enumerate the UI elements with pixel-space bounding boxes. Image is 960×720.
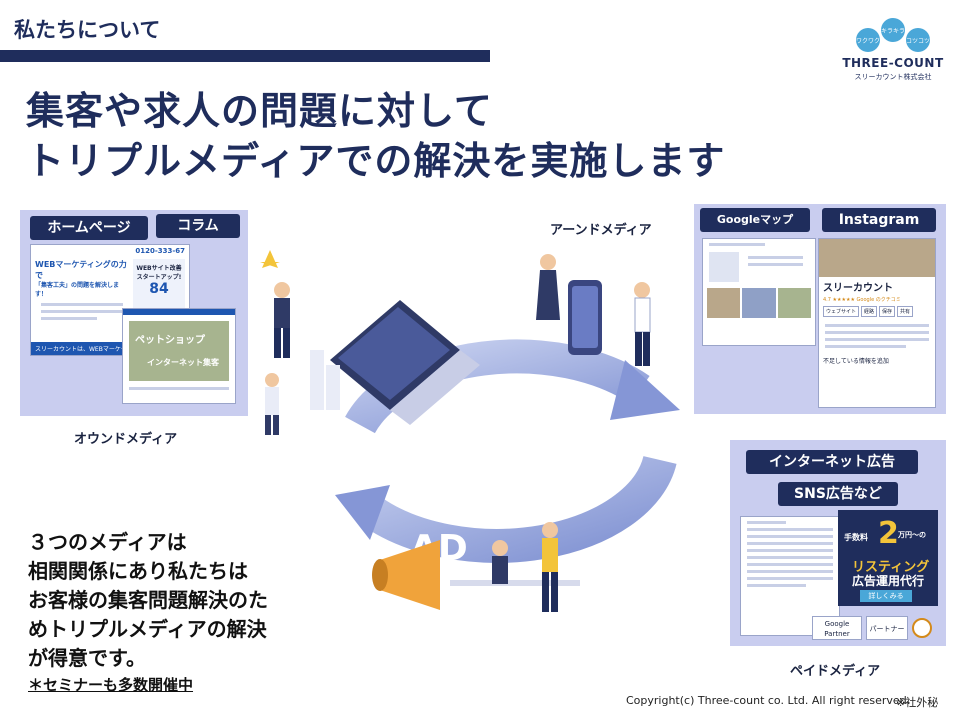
shot-side-number: 84 xyxy=(149,281,169,297)
paid-media-label: ペイドメディア xyxy=(790,664,881,679)
profile-note: 不足している情報を追加 xyxy=(823,358,889,365)
google-partner-badge: Google Partner xyxy=(812,616,862,640)
logo-circle-3: コツコツ xyxy=(906,38,930,45)
body-line-5: が得意です。 xyxy=(28,646,146,670)
profile-tab-save: 保存 xyxy=(879,306,896,317)
homepage-pill: ホームページ xyxy=(30,216,148,240)
logo-circle-1: ワクワク xyxy=(856,38,880,45)
headline: 集客や求人の問題に対して トリプルメディアでの解決を実施します xyxy=(26,86,725,186)
body-line-4: めトリプルメディアの解決 xyxy=(28,617,267,641)
ad-megaphone-illustration: AD xyxy=(372,522,580,612)
ad-fee-label: 手数料 xyxy=(844,533,868,542)
internet-ad-pill: インターネット広告 xyxy=(746,450,918,474)
section-title: 私たちについて xyxy=(14,18,161,42)
owned-media-label: オウンドメディア xyxy=(74,432,178,447)
header-rule xyxy=(0,50,490,62)
people-right-illustration xyxy=(536,254,651,366)
ad-fee-unit: 万円〜の xyxy=(898,531,926,539)
shot-headline-2: 「集客工夫」の問題を解決します！ xyxy=(35,282,120,298)
ad-line-2: 広告運用代行 xyxy=(852,574,925,588)
shot-headline-1: WEBマーケティングの力で xyxy=(35,260,127,280)
ad-fee-value: 2 xyxy=(878,516,899,551)
body-line-1: ３つのメディアは xyxy=(28,530,187,554)
cycle-illustration: AD xyxy=(260,250,680,612)
people-left-illustration xyxy=(260,250,290,435)
headline-line-1: 集客や求人の問題に対して xyxy=(26,89,493,133)
column-screenshot: ペットショップ インターネット集客 xyxy=(122,308,236,404)
laptop-illustration xyxy=(310,300,480,425)
body-text: ３つのメディアは 相関関係にあり私たちは お客様の集客問題解決のた めトリプルメ… xyxy=(28,528,268,673)
profile-tab-website: ウェブサイト xyxy=(823,306,860,317)
logo-subtitle: スリーカウント株式会社 xyxy=(854,73,932,81)
column-title-1: ペットショップ xyxy=(135,335,205,346)
copyright: Copyright(c) Three-count co. Ltd. All ri… xyxy=(626,694,911,707)
headline-line-2: トリプルメディアでの解決を実施します xyxy=(26,139,726,183)
shot-side-2: スタートアップ! xyxy=(136,274,182,281)
ad-cta: 詳しくみる xyxy=(860,590,912,602)
profile-company-name: スリーカウント xyxy=(823,283,893,294)
column-pill: コラム xyxy=(156,214,240,238)
logo-circle-2: キラキラ xyxy=(881,28,905,35)
confidential-mark: ※社外秘 xyxy=(896,696,939,709)
yahoo-partner-badge: パートナー xyxy=(866,616,908,640)
seminar-note: ＊セミナーも多数開催中 xyxy=(28,676,194,694)
column-title-2: インターネット集客 xyxy=(147,358,219,367)
sns-ad-pill: SNS広告など xyxy=(778,482,898,506)
profile-rating: 4.7 ★★★★★ Google のクチコミ xyxy=(823,297,901,303)
earned-media-label: アーンドメディア xyxy=(550,223,652,238)
shot-phone: 0120-333-67 xyxy=(135,247,185,255)
body-line-3: お客様の集客問題解決のた xyxy=(28,588,268,612)
body-line-2: 相関関係にあり私たちは xyxy=(28,559,248,583)
instagram-pill: Instagram xyxy=(822,208,936,232)
google-maps-pill: Googleマップ xyxy=(700,208,810,232)
profile-tab-share: 共有 xyxy=(897,306,914,317)
business-profile-screenshot: スリーカウント 4.7 ★★★★★ Google のクチコミ ウェブサイト 経路… xyxy=(818,238,936,408)
google-maps-screenshot xyxy=(702,238,816,346)
ad-line-1: リスティング xyxy=(852,560,930,575)
certification-badge-icon xyxy=(912,618,932,638)
logo-name: THREE-COUNT xyxy=(842,56,944,70)
profile-tab-route: 経路 xyxy=(861,306,878,317)
shot-side-1: WEBサイト改善 xyxy=(136,265,182,272)
listing-ad-banner: 手数料 2 万円〜の リスティング 広告運用代行 詳しくみる xyxy=(838,510,938,606)
company-logo: ワクワク キラキラ コツコツ xyxy=(856,18,930,52)
